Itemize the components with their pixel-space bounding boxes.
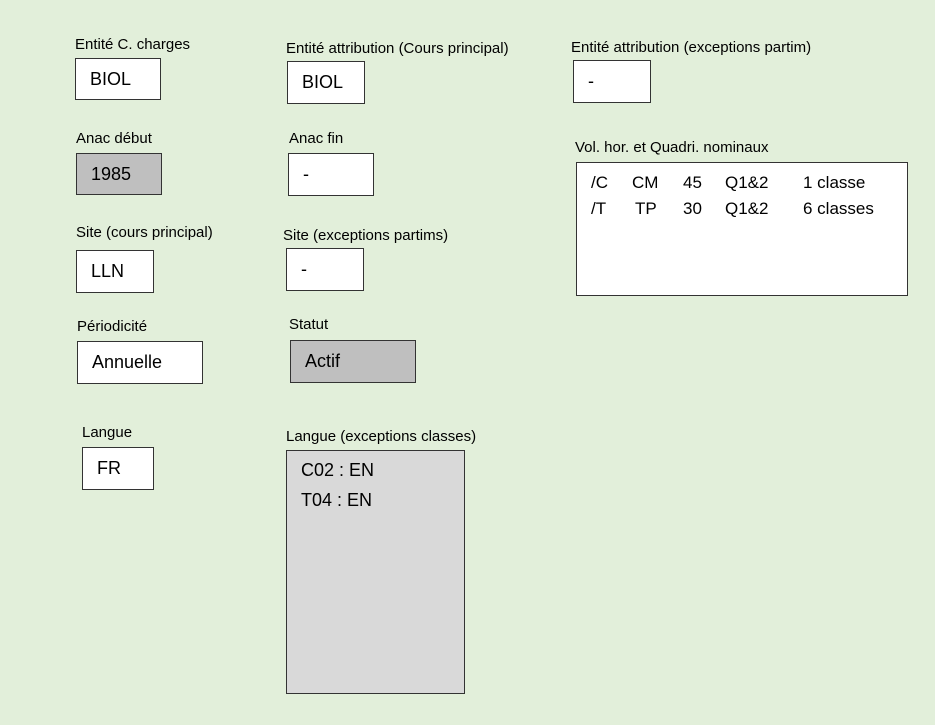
entite-attribution-partim-label: Entité attribution (exceptions partim) [571, 39, 812, 56]
volume-hours: 30 [683, 199, 702, 218]
volume-row: /T TP 30 Q1&2 6 classes [577, 199, 907, 221]
volume-code: /C [591, 173, 608, 192]
list-item: C02 : EN [301, 460, 375, 480]
volume-type: CM [632, 173, 659, 192]
statut-label: Statut [289, 316, 329, 333]
periodicite-label: Périodicité [77, 318, 148, 335]
entite-attribution-partim-field[interactable]: - [573, 60, 651, 103]
anac-debut-field: 1985 [76, 153, 162, 195]
periodicite-field[interactable]: Annuelle [77, 341, 203, 384]
entite-charges-field[interactable]: BIOL [75, 58, 161, 100]
site-principal-label: Site (cours principal) [76, 224, 213, 241]
site-partim-label: Site (exceptions partims) [283, 227, 449, 244]
volume-classes: 6 classes [803, 199, 874, 218]
volume-row: /C CM 45 Q1&2 1 classe [577, 173, 907, 195]
site-partim-field[interactable]: - [286, 248, 364, 291]
entite-attribution-principal-label: Entité attribution (Cours principal) [286, 40, 509, 57]
langue-label: Langue [82, 424, 133, 441]
volume-quadri: Q1&2 [725, 173, 769, 192]
entite-attribution-principal-field[interactable]: BIOL [287, 61, 365, 104]
langue-exceptions-label: Langue (exceptions classes) [286, 428, 477, 445]
volume-code: /T [591, 199, 607, 218]
langue-field[interactable]: FR [82, 447, 154, 490]
anac-debut-label: Anac début [76, 130, 152, 147]
volume-quadri: Q1&2 [725, 199, 769, 218]
list-item: T04 : EN [301, 490, 373, 510]
anac-fin-field[interactable]: - [288, 153, 374, 196]
statut-field: Actif [290, 340, 416, 383]
anac-fin-label: Anac fin [289, 130, 344, 147]
volumes-label: Vol. hor. et Quadri. nominaux [575, 139, 769, 156]
volumes-box: /C CM 45 Q1&2 1 classe /T TP 30 Q1&2 6 c… [576, 162, 908, 296]
volume-type: TP [635, 199, 657, 218]
site-principal-field[interactable]: LLN [76, 250, 154, 293]
langue-exceptions-list[interactable]: C02 : EN T04 : EN [286, 450, 465, 694]
volume-hours: 45 [683, 173, 702, 192]
volume-classes: 1 classe [803, 173, 866, 192]
entite-charges-label: Entité C. charges [75, 36, 191, 53]
